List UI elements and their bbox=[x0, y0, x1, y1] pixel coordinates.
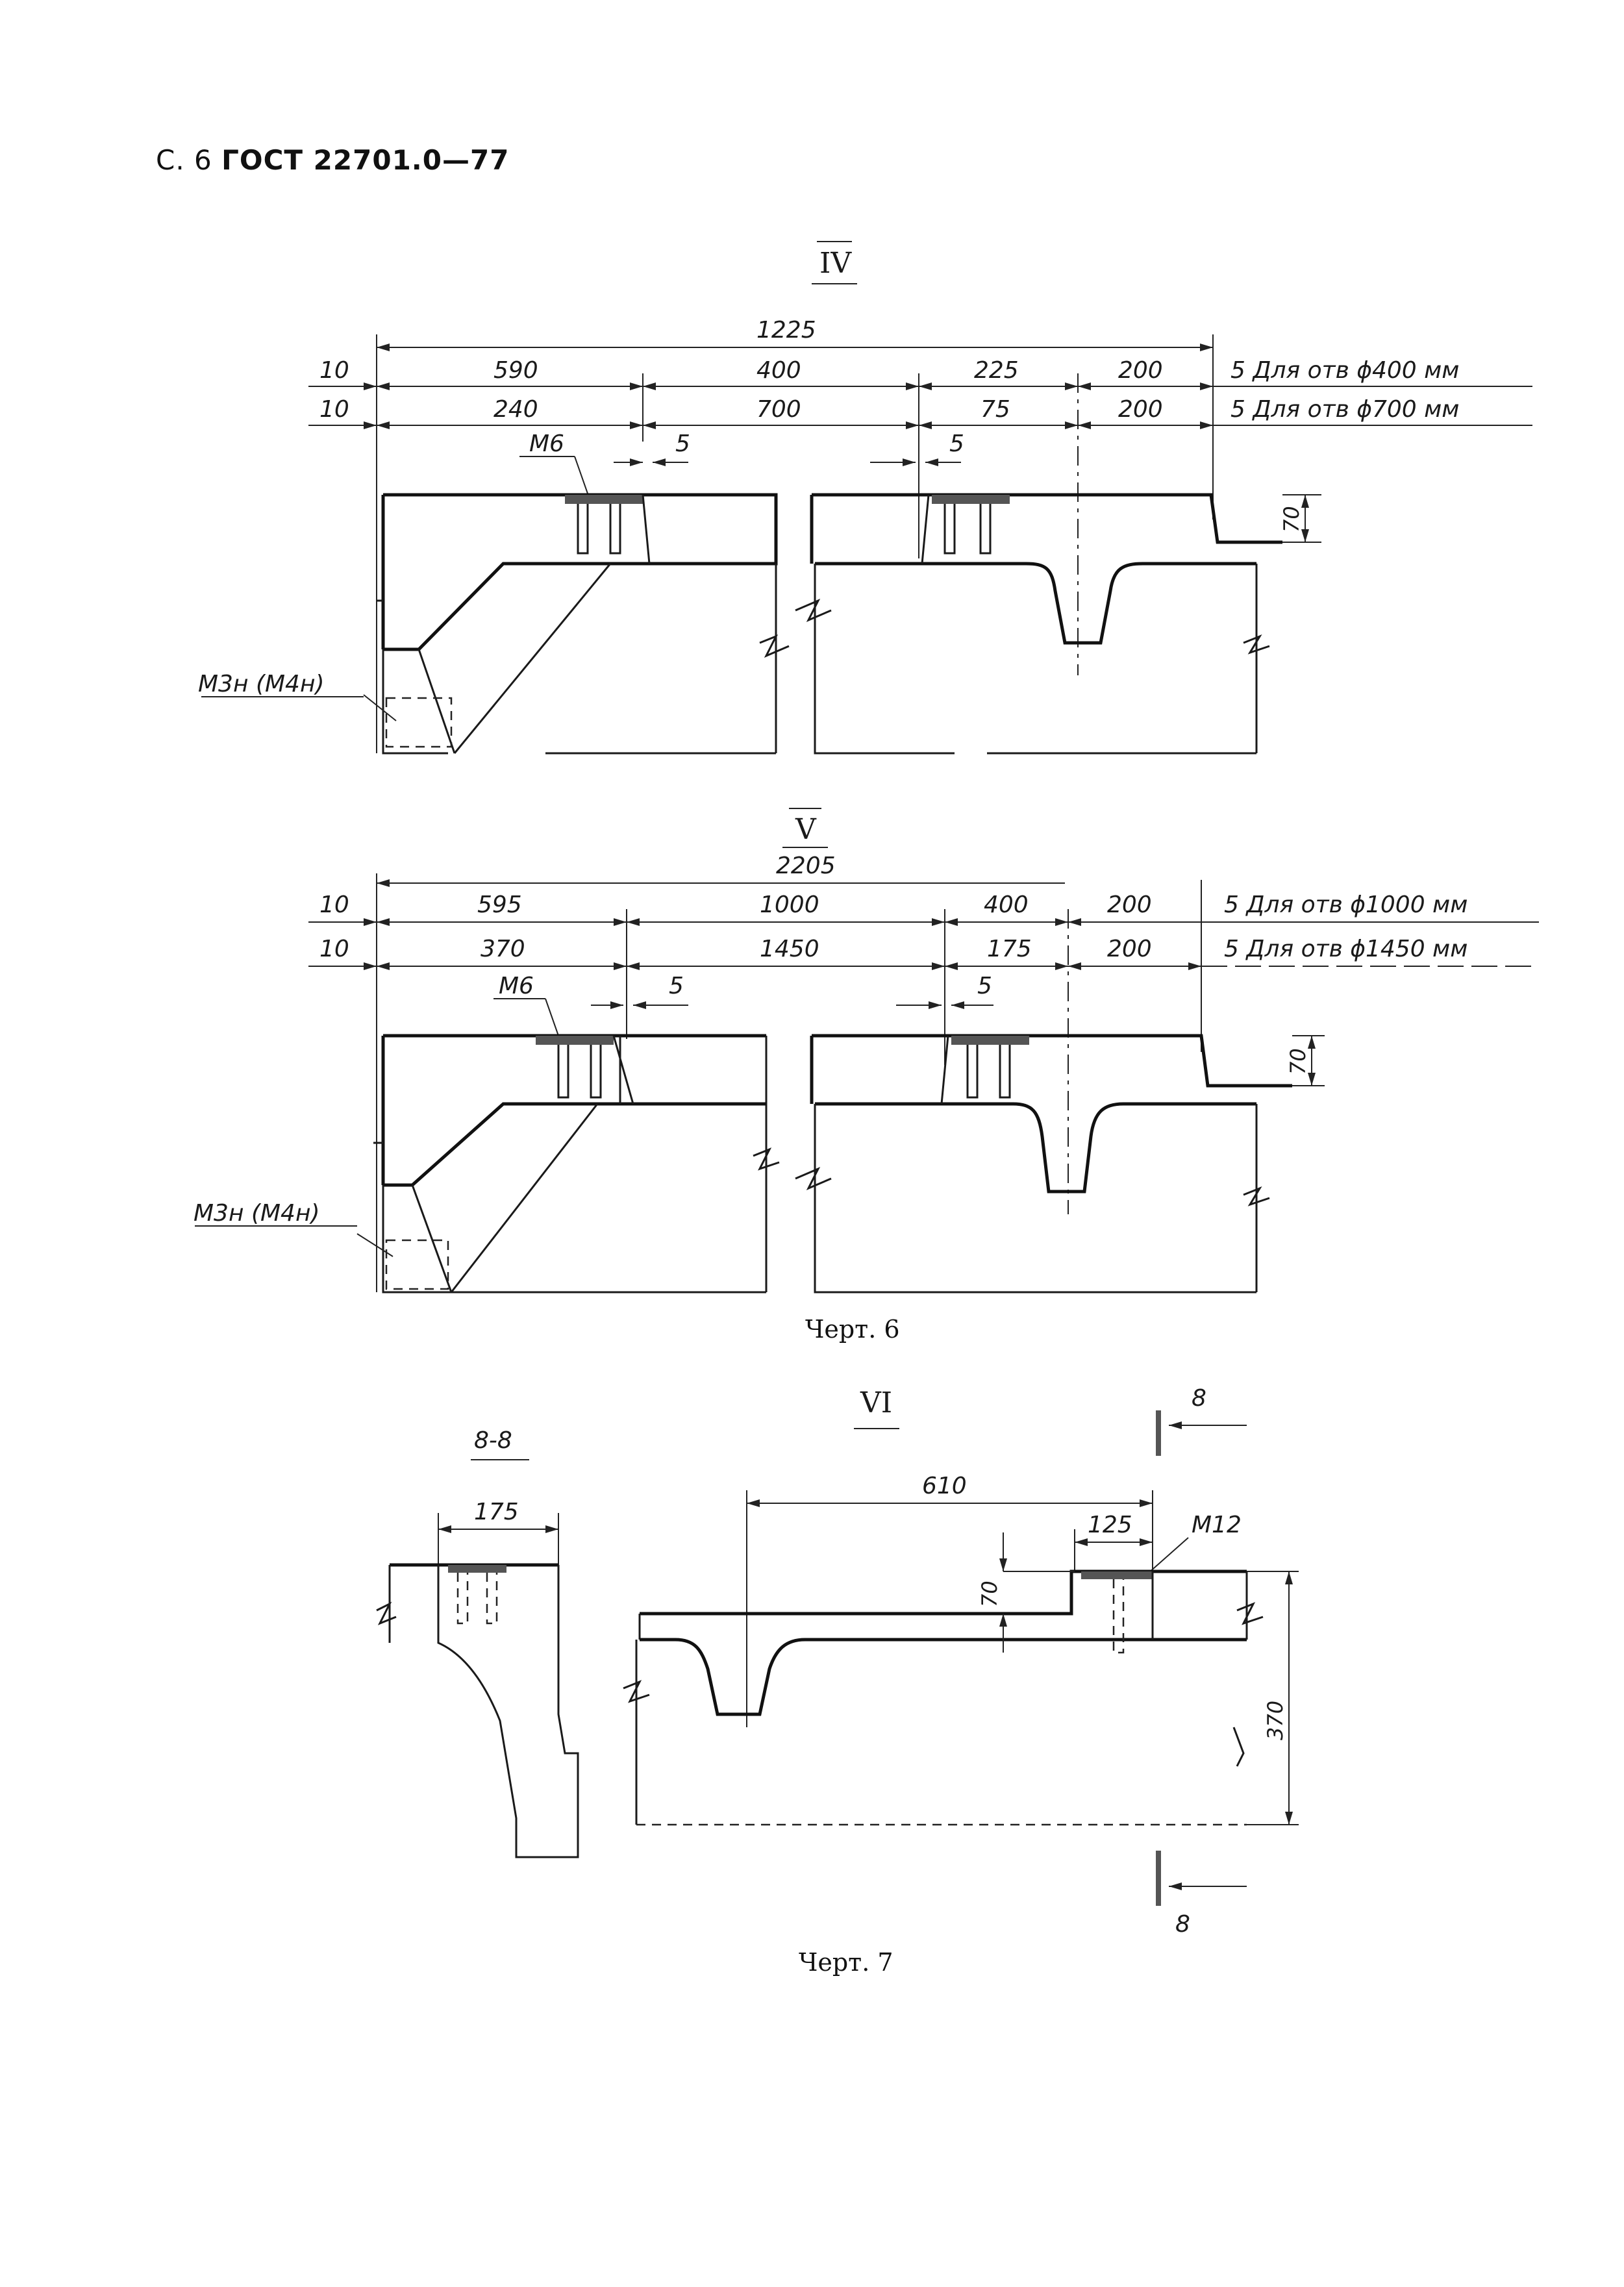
thread-label-iv: M6 bbox=[529, 431, 564, 457]
callout-iv: M3н (M4н) bbox=[198, 671, 325, 697]
dim-r2-left-v: 10 bbox=[319, 936, 349, 962]
dim-r2-right-v: 5 Для отв ϕ1450 мм bbox=[1224, 936, 1468, 962]
dim-r2-d4-iv: 200 bbox=[1118, 396, 1163, 423]
dim-overall-v: 2205 bbox=[776, 853, 836, 879]
dim-r1-left-v: 10 bbox=[319, 892, 349, 918]
thread-label-v: M6 bbox=[499, 973, 534, 999]
dim-r2-right-iv: 5 Для отв ϕ700 мм bbox=[1230, 396, 1459, 423]
drawing-iv: IV 1225 10 590 400 225 200 5 Для отв ϕ40… bbox=[198, 241, 1532, 755]
dim-r2-d3-iv: 75 bbox=[981, 396, 1010, 423]
gap-right-v: 5 bbox=[977, 973, 992, 999]
section-width: 175 bbox=[474, 1499, 519, 1525]
dim-r1-d2-v: 1000 bbox=[760, 892, 819, 918]
dim-r1-d2-iv: 400 bbox=[756, 357, 801, 384]
dim-overall-vi: 610 bbox=[922, 1473, 967, 1499]
dim-r2-d1-iv: 240 bbox=[493, 396, 538, 423]
page-header: С. 6 ГОСТ 22701.0—77 bbox=[156, 144, 509, 176]
view-label-v: V bbox=[795, 813, 817, 846]
dim-r2-left-iv: 10 bbox=[319, 396, 349, 423]
caption-fig-6: Черт. 6 bbox=[805, 1315, 900, 1343]
dim-r2-d2-iv: 700 bbox=[756, 396, 801, 423]
section-label: 8-8 bbox=[474, 1427, 512, 1454]
dim-r1-d4-v: 200 bbox=[1107, 892, 1152, 918]
dim-r1-right-v: 5 Для отв ϕ1000 мм bbox=[1224, 892, 1468, 918]
dim-r1-d4-iv: 200 bbox=[1118, 357, 1163, 384]
gap-right-iv: 5 bbox=[949, 431, 964, 457]
dim-r1-d3-iv: 225 bbox=[974, 357, 1019, 384]
dim-r2-d3-v: 175 bbox=[987, 936, 1032, 962]
dim-r1-d3-v: 400 bbox=[984, 892, 1029, 918]
gap-left-iv: 5 bbox=[675, 431, 690, 457]
callout-v: M3н (M4н) bbox=[194, 1200, 320, 1227]
height-iv: 70 bbox=[1279, 506, 1304, 532]
standard-code: ГОСТ 22701.0—77 bbox=[221, 144, 510, 176]
cut-label-top: 8 bbox=[1192, 1385, 1206, 1412]
dim-r2-d1-v: 370 bbox=[481, 936, 525, 962]
drawing-v: V 2205 10 595 1000 400 200 5 Для отв ϕ10… bbox=[194, 808, 1539, 1293]
dim-r2-d4-v: 200 bbox=[1107, 936, 1152, 962]
dim-r2-d2-v: 1450 bbox=[760, 936, 819, 962]
gap-left-v: 5 bbox=[669, 973, 684, 999]
page-number: С. 6 bbox=[156, 144, 212, 176]
dim-r1-left-iv: 10 bbox=[319, 357, 349, 384]
dim-overall-iv: 1225 bbox=[756, 317, 816, 344]
dim-r1-d1-v: 595 bbox=[477, 892, 522, 918]
view-label-vi: VI bbox=[860, 1386, 892, 1419]
height-small-vi: 70 bbox=[977, 1581, 1002, 1607]
height-total-vi: 370 bbox=[1263, 1701, 1288, 1740]
caption-fig-7: Черт. 7 bbox=[799, 1948, 893, 1977]
drawing-vi: VI 8-8 175 8 8 610 bbox=[376, 1385, 1299, 1938]
dim-r1-right-iv: 5 Для отв ϕ400 мм bbox=[1230, 357, 1459, 384]
thread-label-vi: M12 bbox=[1192, 1512, 1242, 1538]
dim-r1-d1-iv: 590 bbox=[493, 357, 538, 384]
height-v: 70 bbox=[1286, 1048, 1310, 1075]
cut-label-bottom: 8 bbox=[1175, 1911, 1190, 1938]
view-label-iv: IV bbox=[819, 247, 852, 280]
dim-small-vi: 125 bbox=[1088, 1512, 1132, 1538]
